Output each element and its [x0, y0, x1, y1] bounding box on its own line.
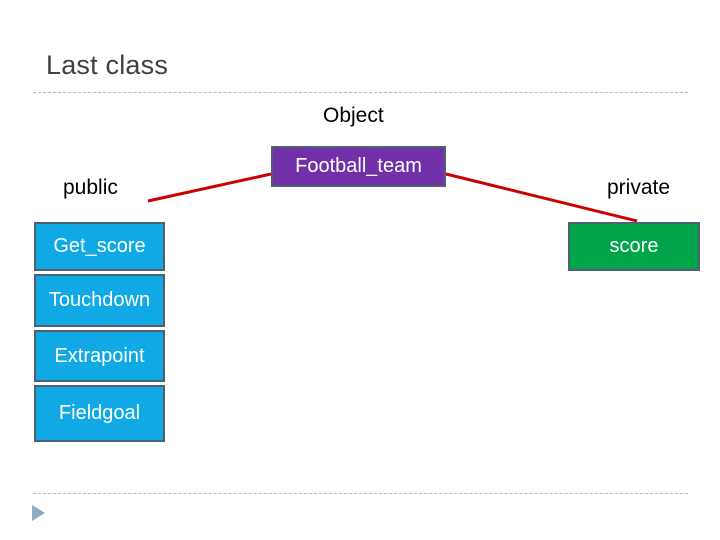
method-box-touchdown: Touchdown — [34, 274, 165, 327]
page-title: Last class — [46, 50, 169, 80]
method-box-fieldgoal: Fieldgoal — [34, 385, 165, 442]
method-box-extrapoint: Extrapoint — [34, 330, 165, 382]
connector-public-line — [147, 172, 272, 203]
label-object: Object — [323, 104, 384, 127]
class-box-football-team: Football_team — [271, 146, 446, 187]
attribute-box-score: score — [568, 222, 700, 271]
divider-bottom — [33, 493, 688, 494]
label-public: public — [63, 176, 118, 199]
method-box-get-score: Get_score — [34, 222, 165, 271]
divider-top — [33, 92, 688, 93]
play-triangle-icon — [32, 505, 45, 521]
label-private: private — [607, 176, 671, 199]
